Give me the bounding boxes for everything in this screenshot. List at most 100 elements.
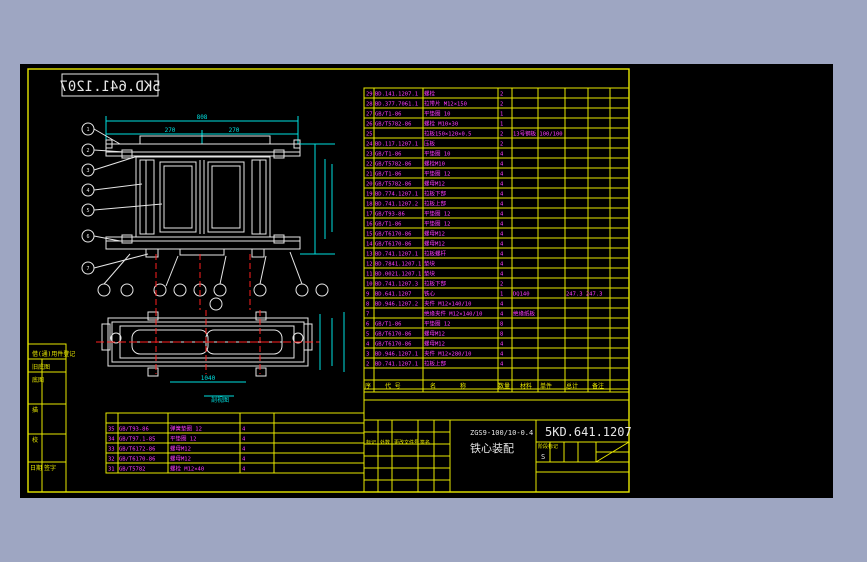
parts-row-5-cell-1: GB/T6170-86 — [375, 332, 411, 338]
title-block: 标记 处数 更改文件号 签名 阶段标记 S ZGS9-100/10-0.4 铁心… — [363, 388, 632, 493]
parts-row-22-cell-3: 4 — [500, 162, 504, 168]
parts-row-17-cell-0: 17 — [366, 212, 373, 218]
parts-row-21-cell-3: 4 — [500, 172, 504, 178]
parts-row-28-cell-2: 拉带片 M12×150 — [424, 100, 467, 108]
parts-row-23-cell-3: 4 — [500, 152, 504, 158]
parts-header-4: 数量 — [498, 382, 510, 390]
lower-row-32-cell-1: GB/T6170-86 — [119, 457, 155, 463]
parts-row-19-cell-2: 拉板下部 — [424, 190, 447, 198]
lower-row-32-cell-3: 4 — [242, 457, 246, 463]
parts-row-17-cell-1: GB/T93-86 — [375, 212, 405, 218]
left-strip-label-0: 借(通)用件登记 — [32, 350, 75, 358]
dim-top-total: 808 — [197, 114, 208, 121]
parts-row-14-cell-1: GB/T6170-86 — [375, 242, 411, 248]
left-register-strip: 借(通)用件登记 旧底图 底图 描 校 日期 签字 — [27, 343, 75, 493]
parts-row-4-cell-3: 4 — [500, 342, 504, 348]
lower-row-33-cell-1: GB/T6172-86 — [119, 447, 155, 453]
parts-row-21-cell-1: GB/T1-86 — [375, 172, 402, 178]
tb-label-2: 更改文件号 — [394, 439, 419, 446]
lower-row-31-cell-3: 4 — [242, 467, 246, 473]
tb-label-0: 标记 — [366, 439, 376, 446]
parts-row-28-cell-1: BD.377.7061.1 — [375, 102, 418, 108]
front-view: 808 270 270 — [81, 114, 335, 311]
parts-row-3-cell-3: 4 — [500, 352, 504, 358]
parts-row-12-cell-0: 12 — [366, 262, 373, 268]
dim-bottom: 1040 — [201, 375, 216, 382]
parts-row-18-cell-0: 18 — [366, 202, 373, 208]
parts-row-20-cell-3: 4 — [500, 182, 504, 188]
parts-row-24-cell-1: BD.117.1207.1 — [375, 142, 418, 148]
parts-row-26-cell-2: 螺栓 M10×30 — [424, 120, 458, 128]
parts-row-9-cell-3: 1 — [500, 292, 503, 298]
parts-row-15-cell-1: GB/T6170-86 — [375, 232, 411, 238]
parts-header-5: 材料 — [520, 382, 532, 390]
code-box — [61, 73, 159, 97]
parts-row-15-cell-3: 4 — [500, 232, 504, 238]
lower-row-33-cell-0: 33 — [108, 447, 115, 453]
parts-row-13-cell-1: BD.741.1207.1 — [375, 252, 418, 258]
lower-row-35-cell-1: GB/T93-86 — [119, 427, 149, 433]
parts-row-16-cell-0: 16 — [366, 222, 373, 228]
left-strip-label-3: 描 — [32, 406, 38, 414]
parts-row-12-cell-2: 垫块 — [424, 260, 436, 268]
parts-row-14-cell-3: 4 — [500, 242, 504, 248]
left-strip-label-2: 底图 — [32, 376, 44, 384]
balloon-label-1: 1 — [86, 127, 89, 133]
parts-row-20-cell-2: 螺母M12 — [424, 180, 445, 188]
parts-row-10-cell-1: BD.741.1207.3 — [375, 282, 418, 288]
parts-row-6-cell-0: 6 — [366, 322, 369, 328]
parts-row-2-cell-3: 4 — [500, 362, 504, 368]
balloon-label-5: 5 — [86, 208, 89, 214]
parts-row-24-cell-0: 24 — [366, 142, 373, 148]
lower-row-32-cell-0: 32 — [108, 457, 115, 463]
parts-row-27-cell-0: 27 — [366, 112, 373, 118]
parts-row-7-cell-4: 绝缘纸板 — [513, 310, 536, 318]
parts-row-16-cell-2: 平垫圈 12 — [424, 220, 450, 228]
parts-row-7-cell-0: 7 — [366, 312, 369, 318]
parts-row-29-cell-3: 2 — [500, 92, 503, 98]
parts-row-9-cell-0: 9 — [366, 292, 369, 298]
balloon-group-middle — [97, 251, 329, 311]
parts-row-21-cell-2: 平垫圈 12 — [424, 170, 450, 178]
drawing-title: 铁心装配 — [470, 442, 514, 455]
drawing-model: ZGS9-100/10-0.4 — [470, 429, 533, 437]
tb-sheet-marker: S — [541, 453, 545, 461]
parts-row-23-cell-0: 23 — [366, 152, 373, 158]
lower-row-31-cell-0: 31 — [108, 467, 115, 473]
parts-row-23-cell-2: 平垫圈 10 — [424, 150, 450, 158]
parts-row-8-cell-2: 夹件 M12×140/10 — [424, 300, 471, 308]
parts-row-6-cell-1: GB/T1-86 — [375, 322, 402, 328]
tb-label-3: 签名 — [420, 439, 430, 446]
parts-row-8-cell-1: BD.946.1207.2 — [375, 302, 418, 308]
parts-row-29-cell-2: 螺栓 — [424, 90, 436, 98]
parts-row-22-cell-0: 22 — [366, 162, 373, 168]
parts-row-3-cell-0: 3 — [366, 352, 369, 358]
tb-label-1: 处数 — [380, 439, 390, 446]
parts-row-6-cell-2: 平垫圈 12 — [424, 320, 450, 328]
lower-row-34-cell-3: 4 — [242, 437, 246, 443]
parts-header-0: 序 — [365, 382, 371, 390]
lower-row-34-cell-0: 34 — [108, 437, 115, 443]
parts-row-9-cell-5: 247.3 247.3 — [566, 292, 602, 298]
parts-row-4-cell-2: 螺母M12 — [424, 340, 445, 348]
balloon-group-left: 1 2 3 4 5 6 7 — [81, 122, 163, 275]
plan-view: 1040 剖视图 — [96, 310, 345, 404]
parts-header-1: 代 号 — [385, 382, 401, 390]
parts-row-18-cell-3: 4 — [500, 202, 504, 208]
lower-row-34-cell-1: GB/T97.1-85 — [119, 437, 155, 443]
parts-row-2-cell-1: BD.741.1207.1 — [375, 362, 418, 368]
lower-row-33-cell-3: 4 — [242, 447, 246, 453]
parts-row-16-cell-3: 4 — [500, 222, 504, 228]
parts-row-27-cell-2: 平垫圈 10 — [424, 110, 450, 118]
cad-canvas: 5KD.641.1207 借(通)用件登记 旧底图 底图 描 校 日期 签字 8… — [27, 68, 632, 493]
parts-header-3: 称 — [460, 382, 466, 390]
parts-row-13-cell-3: 4 — [500, 252, 504, 258]
parts-row-5-cell-0: 5 — [366, 332, 369, 338]
parts-row-19-cell-3: 4 — [500, 192, 504, 198]
drawing-code: 5KD.641.1207 — [545, 425, 632, 439]
left-strip-label-4: 校 — [32, 436, 38, 444]
parts-row-2-cell-2: 拉板上部 — [424, 360, 447, 368]
parts-row-7-cell-3: 4 — [500, 312, 504, 318]
parts-row-28-cell-0: 28 — [366, 102, 373, 108]
